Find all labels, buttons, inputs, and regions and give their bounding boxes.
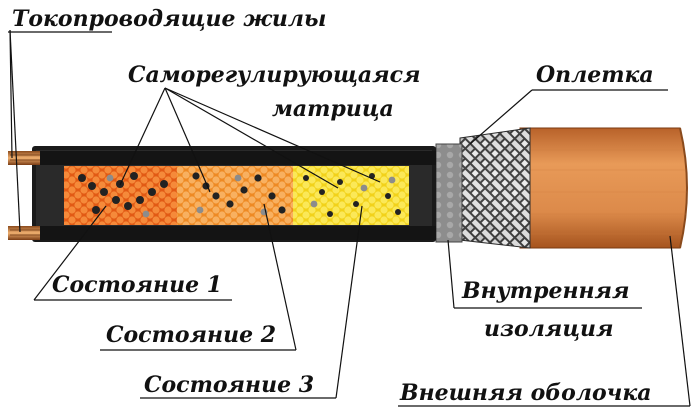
conductors (8, 151, 436, 240)
label-state-3: Состояние 3 (144, 372, 315, 398)
label-conductors: Токопроводящие жилы (12, 6, 327, 32)
label-matrix-line1: Саморегулирующаяся (128, 62, 421, 88)
inner-insulation (435, 143, 463, 243)
outer-jacket (519, 127, 688, 249)
label-inner-insulation-line1: Внутренняя (462, 278, 630, 304)
matrix (64, 166, 409, 225)
label-state-2: Состояние 2 (106, 322, 277, 348)
label-outer-jacket: Внешняя оболочка (400, 380, 652, 406)
label-braid: Оплетка (536, 62, 654, 88)
braid (459, 127, 531, 249)
matrix-state-3 (293, 166, 409, 225)
leader-lines (8, 29, 691, 407)
label-inner-insulation-line2: изоляция (484, 316, 614, 342)
label-state-1: Состояние 1 (52, 272, 223, 298)
label-matrix-line2: матрица (272, 96, 394, 122)
